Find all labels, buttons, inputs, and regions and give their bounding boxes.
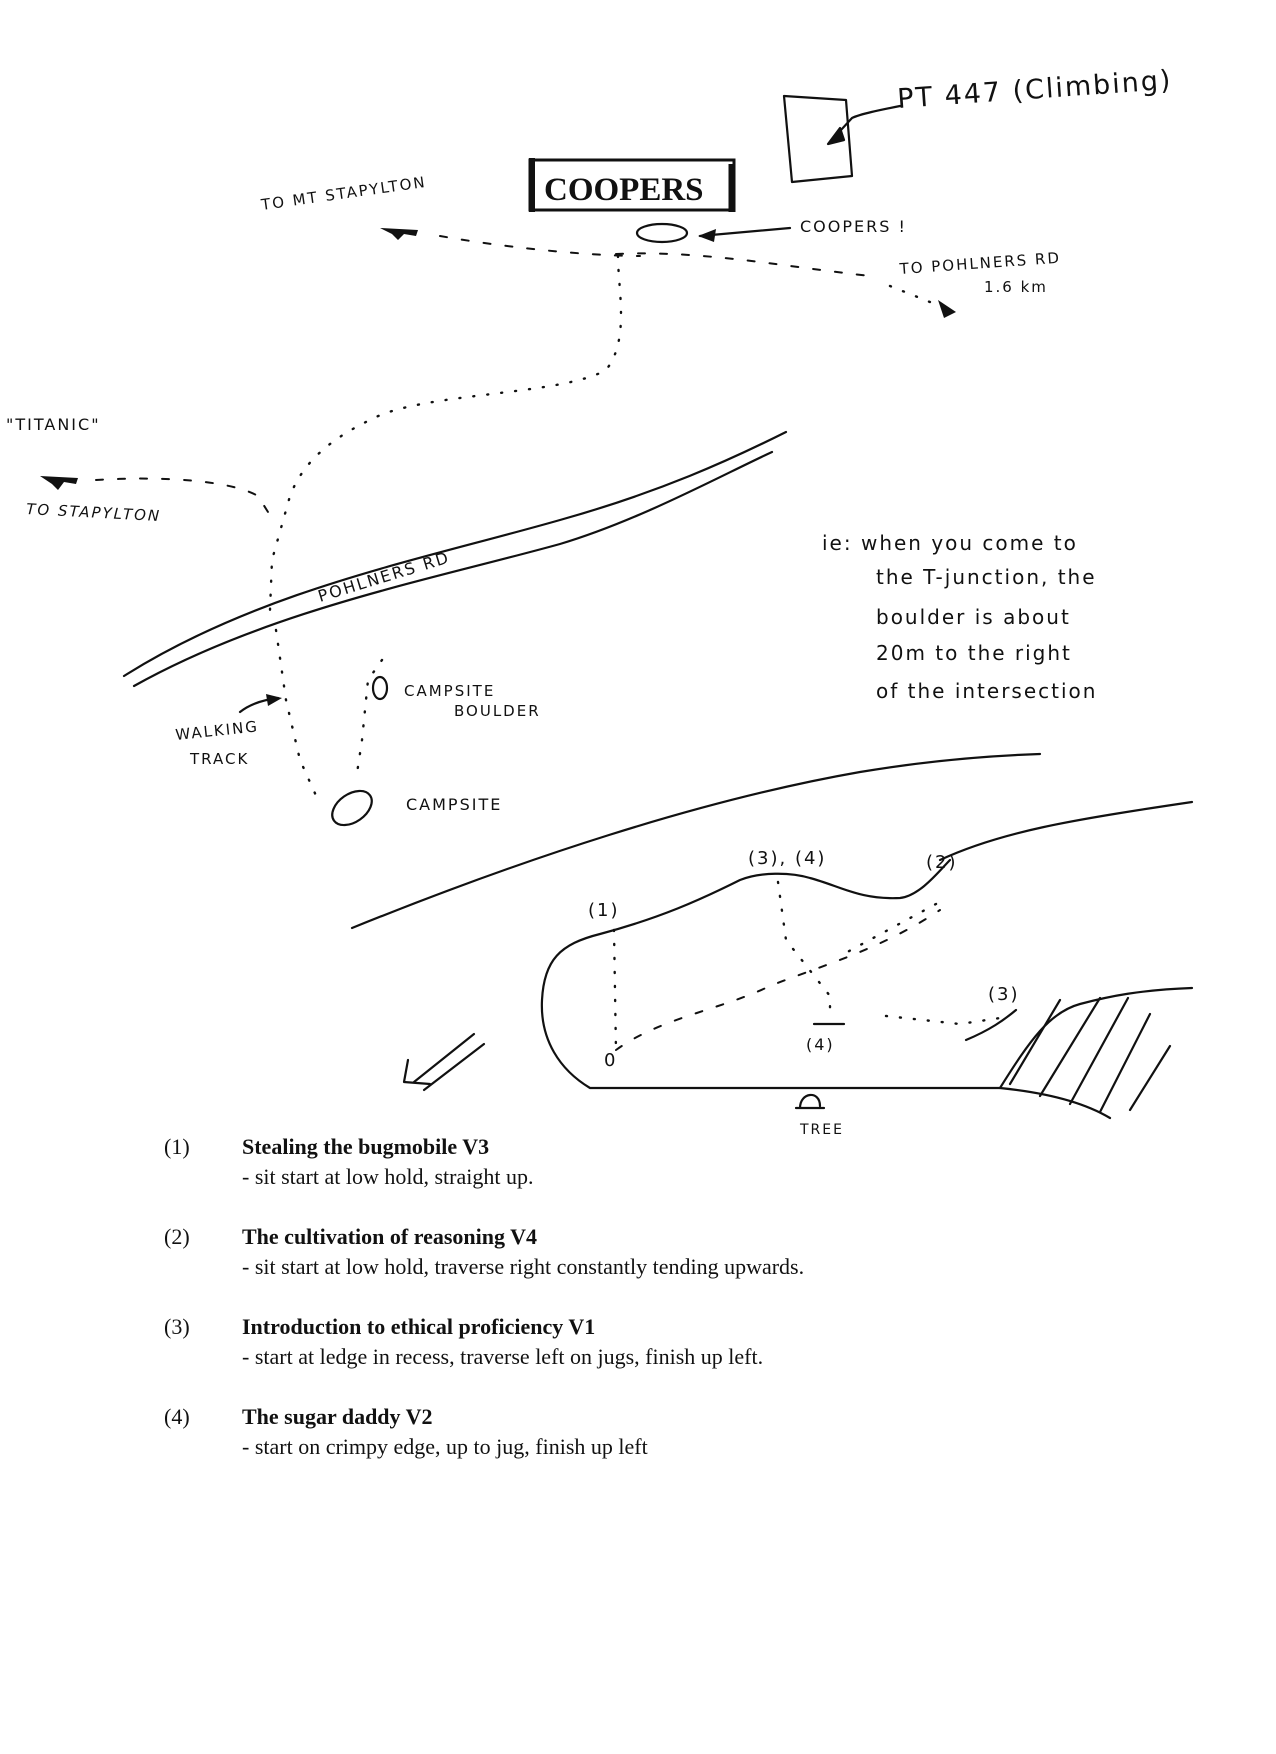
direction-arrow-icon <box>402 1032 486 1092</box>
shaded-rock-hatching <box>1008 996 1172 1114</box>
track-to-pohlners-rd <box>615 252 871 277</box>
topo-label-3-4: (3), (4) <box>748 848 826 869</box>
route-start-line <box>615 909 941 1051</box>
topo-label-1: (1) <box>588 900 620 921</box>
ground-slope-line <box>350 752 1042 930</box>
route-1-line <box>612 928 618 1054</box>
pt447-arrow-line <box>828 104 902 144</box>
directions-note-line-1: ie: when you come to <box>822 531 1078 555</box>
pohlners-road-edge-top <box>122 430 788 678</box>
tree-icon <box>794 1093 826 1110</box>
pohlners-road-edge-bottom <box>132 450 774 688</box>
route-name: The cultivation of reasoning V4 <box>242 1224 537 1249</box>
ledge-recess <box>964 1008 1018 1042</box>
directions-note-line-4: 20m to the right <box>876 641 1072 665</box>
track-to-mt-stapylton <box>439 235 641 257</box>
campsite-boulder-label-1: CAMPSITE <box>404 682 495 700</box>
route-description: - sit start at low hold, traverse right … <box>242 1254 805 1279</box>
campsite-boulder-label-2: BOULDER <box>454 702 541 720</box>
route-name: Stealing the bugmobile V3 <box>242 1134 490 1159</box>
campsite-boulder-marker <box>371 675 389 701</box>
route-list: (1) Stealing the bugmobile V3 - sit star… <box>164 1132 1144 1492</box>
skyline-line <box>938 800 1194 862</box>
route-item: (3) Introduction to ethical proficiency … <box>164 1312 1144 1372</box>
coopers-label: COOPERS ! <box>800 217 907 236</box>
walking-track <box>274 628 320 802</box>
topo-start-0: 0 <box>604 1050 617 1071</box>
route-description: - start at ledge in recess, traverse lef… <box>242 1344 764 1369</box>
boulder-outline <box>540 858 1002 1090</box>
route-name: Introduction to ethical proficiency V1 <box>242 1314 596 1339</box>
arrow-left-titanic <box>40 476 78 490</box>
walking-track-arrow-head <box>266 694 282 706</box>
route-item: (4) The sugar daddy V2 - start on crimpy… <box>164 1402 1144 1462</box>
walking-track-label-1: WALKING <box>175 717 260 744</box>
campsite-label: CAMPSITE <box>406 795 502 814</box>
pt447-box <box>782 94 854 184</box>
topo-label-3: (3) <box>988 984 1020 1005</box>
topo-label-2: (2) <box>926 852 958 873</box>
walking-track-label-2: TRACK <box>189 750 249 768</box>
directions-note-line-5: of the intersection <box>876 679 1097 703</box>
track-titanic <box>95 477 269 513</box>
pt447-arrow-head <box>826 126 846 146</box>
route-3-traverse <box>884 1014 1002 1026</box>
directions-note-line-2: the T-junction, the <box>876 565 1097 589</box>
directions-note-line-3: boulder is about <box>876 605 1071 629</box>
route-34-line <box>776 880 832 1020</box>
route-description: - sit start at low hold, straight up. <box>242 1164 534 1189</box>
route-number: (3) <box>164 1314 190 1339</box>
distance-label: 1.6 km <box>984 278 1048 296</box>
coopers-boulder <box>635 222 689 244</box>
to-mt-stapylton-label: TO MT STAPYLTON <box>259 173 428 214</box>
titanic-label: "TITANIC" <box>6 415 101 434</box>
route-item: (2) The cultivation of reasoning V4 - si… <box>164 1222 1144 1282</box>
tree-label: TREE <box>799 1122 844 1138</box>
coopers-arrow-head <box>698 229 716 242</box>
campsite-marker <box>331 789 373 827</box>
coopers-sign: COOPERS <box>544 172 704 208</box>
arrow-left-mt-stapylton <box>380 228 418 240</box>
directions-note: ie: when you come to the T-junction, the… <box>822 531 1097 703</box>
arrow-right-pohlners <box>938 300 956 318</box>
route-item: (1) Stealing the bugmobile V3 - sit star… <box>164 1132 1144 1192</box>
pt447-label: PT 447 (Climbing) <box>896 65 1173 115</box>
to-pohlners-rd-label: TO POHLNERS RD <box>898 249 1061 278</box>
route-name: The sugar daddy V2 <box>242 1404 433 1429</box>
track-to-pohlners-rd-dots <box>888 284 942 308</box>
to-stapylton-label: TO STAPYLTON <box>26 500 162 525</box>
route-number: (1) <box>164 1134 190 1159</box>
route-number: (4) <box>164 1404 190 1429</box>
topo-label-4: (4) <box>806 1035 835 1054</box>
route-2-line <box>838 902 938 958</box>
route-number: (2) <box>164 1224 190 1249</box>
route-description: - start on crimpy edge, up to jug, finis… <box>242 1434 648 1459</box>
